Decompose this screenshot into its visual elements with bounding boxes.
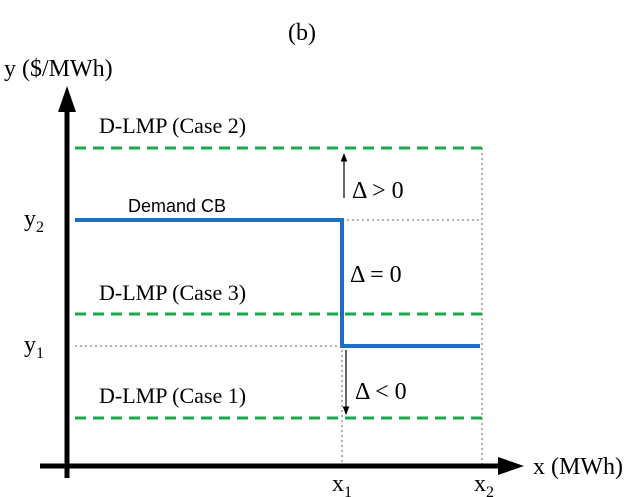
- panel-label: (b): [288, 20, 316, 46]
- x-axis-label: x (MWh): [533, 454, 623, 480]
- y-axis-arrowhead: [58, 86, 76, 112]
- dlmp-case3-label: D-LMP (Case 3): [99, 280, 246, 305]
- delta-zero-label: Δ = 0: [350, 262, 402, 288]
- y1-tick-label: y1: [24, 332, 44, 362]
- x1-tick-label: x1: [332, 471, 352, 497]
- axes: [40, 86, 524, 478]
- x-axis-arrowhead: [498, 457, 524, 475]
- dlmp-case1-label: D-LMP (Case 1): [99, 383, 246, 408]
- demand-cb-label: Demand CB: [128, 196, 226, 216]
- demand-cb-curve: [75, 218, 480, 348]
- y-axis-label: y ($/MWh): [4, 56, 113, 82]
- delta-positive-label: Δ > 0: [352, 178, 404, 204]
- x2-tick-label: x2: [474, 471, 494, 497]
- y2-tick-label: y2: [24, 206, 44, 236]
- delta-negative-label: Δ < 0: [355, 379, 407, 405]
- dlmp-case2-label: D-LMP (Case 2): [99, 113, 246, 138]
